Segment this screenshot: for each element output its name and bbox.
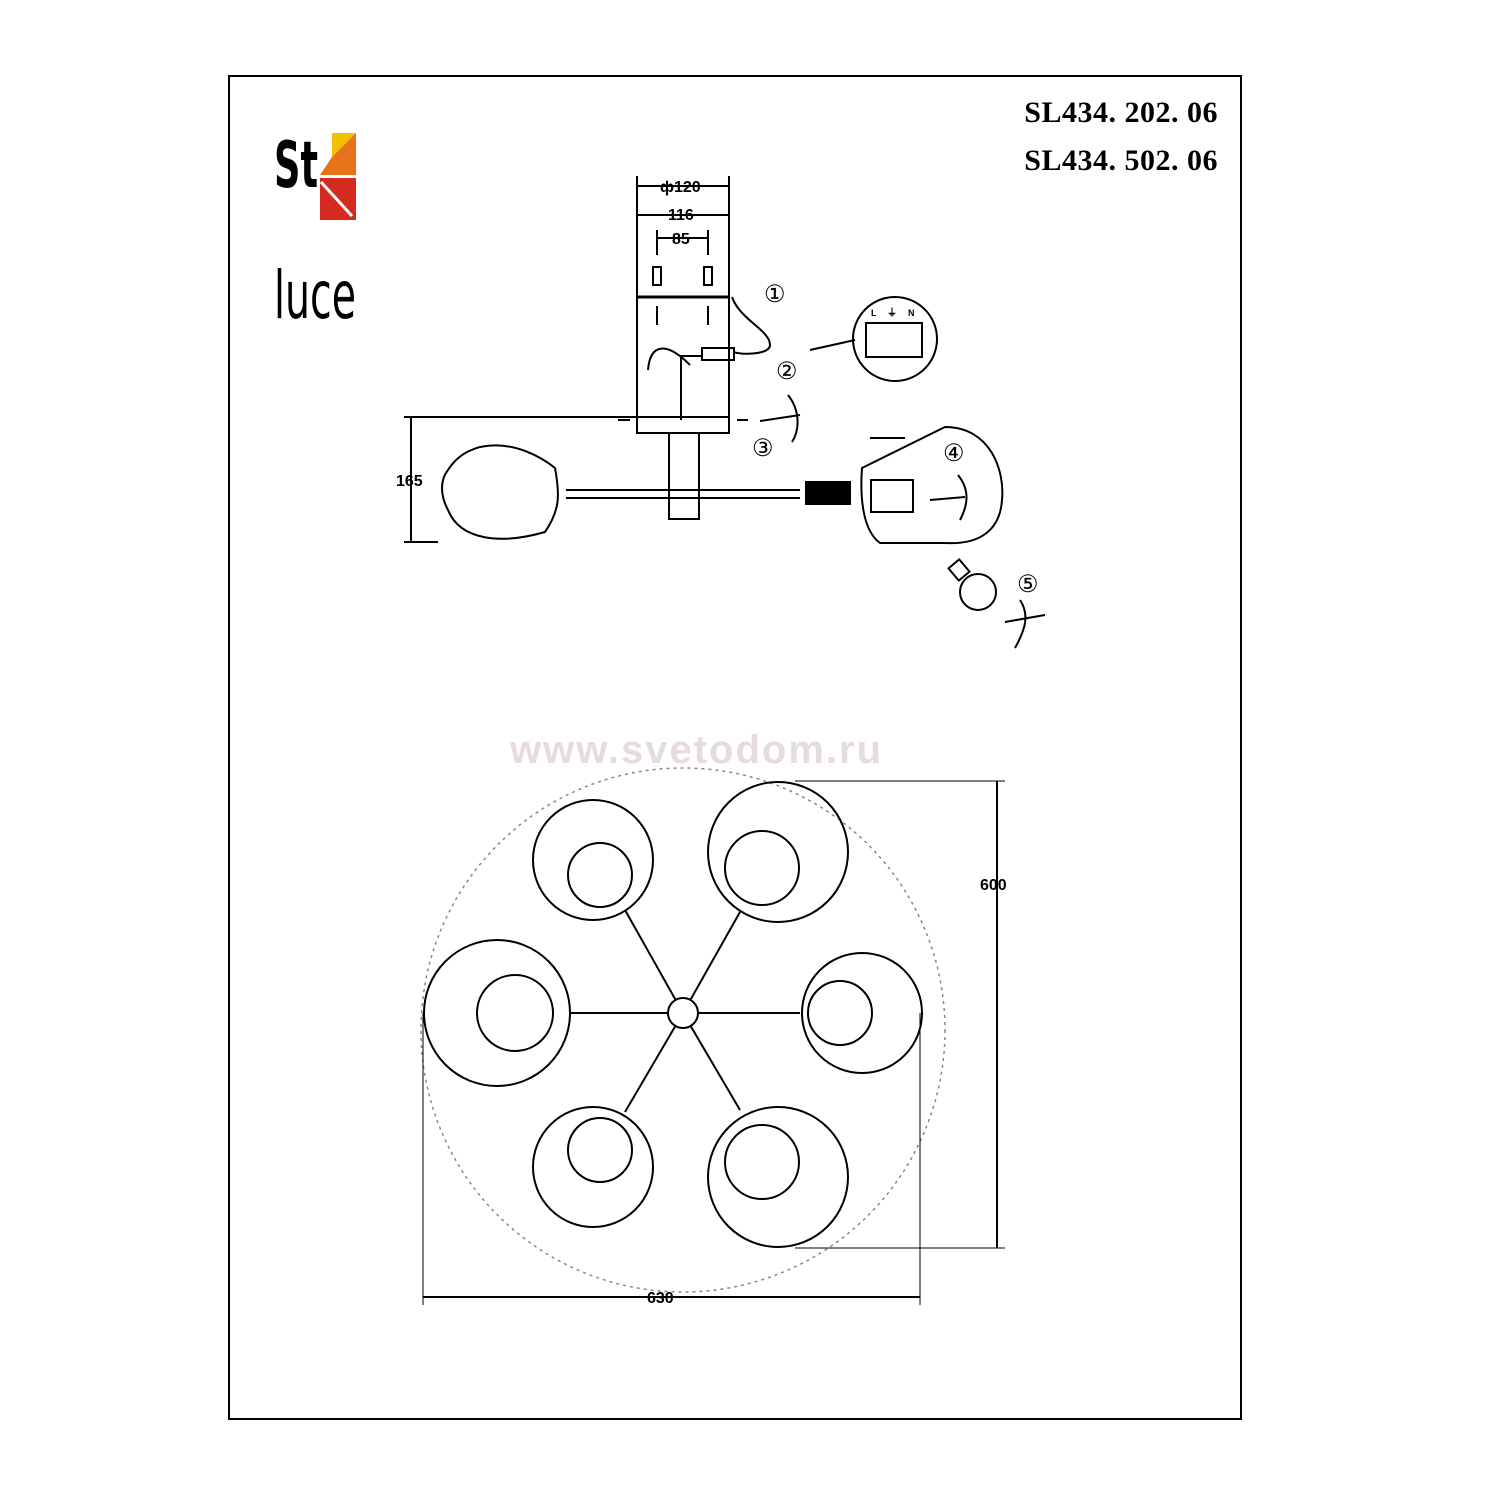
dim-canopy-label: ф120 bbox=[660, 179, 701, 196]
arm-2 bbox=[624, 909, 684, 1014]
top-view-labels: 600 630 bbox=[647, 877, 1007, 1307]
terminal-label-n: N bbox=[908, 308, 915, 318]
dim-width-label: 630 bbox=[647, 1290, 674, 1307]
mount-bracket bbox=[680, 355, 702, 420]
shade-left-inner bbox=[476, 974, 554, 1052]
model-number-1: SL434. 202. 06 bbox=[1024, 96, 1218, 129]
logo-text-bottom: luce bbox=[274, 257, 356, 334]
step-4: ④ bbox=[943, 440, 965, 467]
shade-left bbox=[423, 939, 571, 1087]
logo-white-stroke bbox=[319, 180, 354, 218]
stluce-logo: St luce bbox=[274, 129, 356, 334]
side-view-labels: ф120 116 85 165 ① ② ③ ④ ⑤ L ⏚ N bbox=[396, 179, 1039, 598]
shade-bottom-right bbox=[707, 1106, 849, 1248]
top-view bbox=[420, 767, 1005, 1305]
dim-depth-label: 600 bbox=[980, 877, 1007, 894]
shade-right bbox=[801, 952, 923, 1074]
supply-wire bbox=[731, 296, 772, 355]
step4-arc bbox=[929, 474, 968, 521]
step-1: ① bbox=[764, 281, 786, 308]
shade-top-right-inner bbox=[724, 830, 800, 906]
screw-left bbox=[652, 266, 662, 286]
sheet-border bbox=[228, 75, 1242, 1420]
screw-right bbox=[703, 266, 713, 286]
shade-bottom-left bbox=[532, 1106, 654, 1228]
canopy-body bbox=[636, 416, 730, 434]
arm-3 bbox=[682, 911, 741, 1014]
dim-height-label: 165 bbox=[396, 473, 423, 490]
terminal-block bbox=[865, 322, 923, 358]
right-shade-neck bbox=[870, 479, 914, 513]
side-view bbox=[404, 176, 1046, 649]
terminal-pointer bbox=[809, 339, 856, 351]
left-shade bbox=[441, 444, 559, 540]
shade-right-inner bbox=[807, 980, 873, 1046]
shade-bottom-right-inner bbox=[724, 1124, 800, 1200]
shade-top-right bbox=[707, 781, 849, 923]
dim-screw-label: 85 bbox=[672, 231, 690, 248]
arm-5 bbox=[682, 1012, 741, 1111]
terminal-zoom-circle bbox=[852, 296, 938, 382]
shade-bottom-left-inner bbox=[567, 1117, 633, 1183]
bulb-globe bbox=[959, 573, 997, 611]
outer-dashed-circle bbox=[420, 767, 946, 1293]
center-stem bbox=[668, 432, 700, 520]
terminal-label-earth: ⏚ bbox=[887, 307, 897, 319]
logo-orange-tile bbox=[320, 133, 356, 175]
right-socket bbox=[805, 481, 851, 505]
step-3: ③ bbox=[752, 435, 774, 462]
step5-arrow bbox=[1004, 599, 1046, 649]
junction-box bbox=[701, 347, 735, 361]
step-5: ⑤ bbox=[1017, 571, 1039, 598]
step2-arc bbox=[759, 394, 801, 443]
step-2: ② bbox=[776, 358, 798, 385]
model-number-2: SL434. 502. 06 bbox=[1024, 144, 1218, 177]
bulb-base bbox=[947, 557, 971, 583]
rotate-arrow bbox=[647, 347, 691, 371]
right-shade bbox=[860, 425, 1004, 545]
arm-4 bbox=[624, 1012, 684, 1113]
center-hub bbox=[667, 997, 699, 1029]
terminal-label-l: L bbox=[871, 308, 877, 318]
shade-top-left-inner bbox=[567, 842, 633, 908]
watermark: www.svetodom.ru bbox=[510, 728, 884, 772]
logo-text-top: St bbox=[274, 129, 318, 203]
shade-top-left bbox=[532, 799, 654, 921]
dim-bracket-label: 116 bbox=[668, 207, 694, 224]
